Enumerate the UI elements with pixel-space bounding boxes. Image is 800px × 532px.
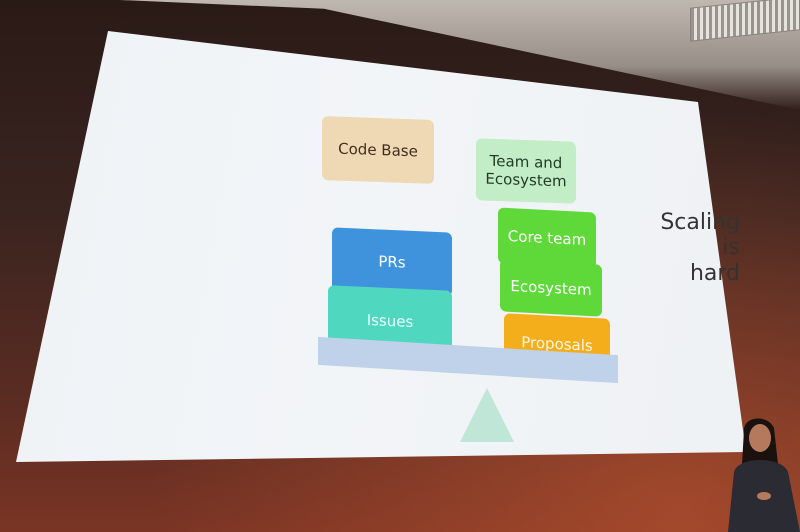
side-caption: Scaling is hard [630,210,740,286]
speaker-face [749,424,771,452]
ecosystem-box: Ecosystem [500,259,602,317]
team-ecosystem-label: Team and Ecosystem [485,151,567,191]
speaker-figure [728,418,800,532]
side-caption-line-3: hard [689,260,740,286]
issues-label: Issues [366,310,414,332]
side-caption-line-1: Scaling [660,210,740,235]
code-base-box: Code Base [322,116,434,184]
team-ecosystem-box: Team and Ecosystem [476,138,576,204]
speaker-hand [757,492,771,500]
core-team-label: Core team [507,226,587,250]
code-base-label: Code Base [338,139,418,161]
ecosystem-label: Ecosystem [510,276,592,300]
prs-label: PRs [378,252,406,272]
side-caption-line-2: is [722,235,740,261]
fulcrum-triangle [460,388,514,442]
